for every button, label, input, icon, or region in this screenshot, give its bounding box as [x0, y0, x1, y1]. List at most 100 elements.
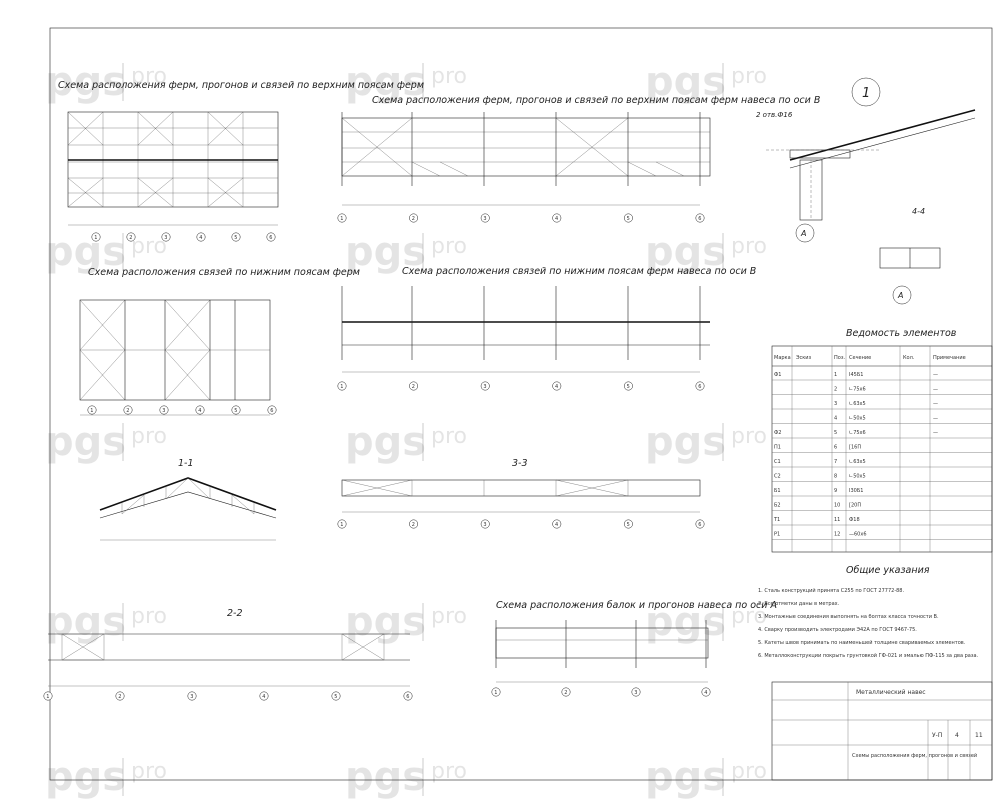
watermark-brand: pgs [645, 754, 726, 800]
axis-bubble [695, 381, 705, 391]
title-sheet: 4 [955, 732, 959, 739]
axis-bubble [695, 213, 705, 223]
schedule-cell: 11 [834, 517, 840, 523]
note-item: 3. Монтажные соединения выполнять на бол… [758, 614, 939, 620]
note-item: 2. Все отметки даны в метрах. [758, 601, 840, 607]
axis-bubble-label: 1 [94, 235, 97, 241]
note-item: 5. Катеты швов принимать по наименьшей т… [758, 639, 966, 646]
axis-bubble [480, 381, 490, 391]
axis-bubble [480, 519, 490, 529]
section-3-3-title: 3-3 [512, 458, 528, 469]
watermark-brand: pgs [345, 419, 426, 465]
watermark-brand: pgs [45, 754, 126, 800]
schedule-cell: [20П [849, 503, 861, 509]
schedule-header: Эскиз [796, 355, 812, 361]
schedule-cell: 8 [834, 474, 837, 480]
axis-bubble-label: 4 [198, 408, 201, 414]
schedule-cell: Ф1 [774, 372, 782, 378]
axis-bubble [701, 687, 711, 697]
schedule-cell: 7 [834, 459, 837, 465]
watermark-suffix: pro [731, 604, 767, 629]
watermark-brand: pgs [345, 754, 426, 800]
node-1-detail: 1 2 отв.Ф16 А 4-4 А [756, 77, 976, 305]
axis-bubble [623, 213, 633, 223]
watermark-suffix: pro [131, 424, 167, 449]
watermark-suffix: pro [131, 234, 167, 259]
beams-axis-a: Схема расположения балок и прогонов наве… [495, 600, 777, 683]
watermark-brand: pgs [645, 59, 726, 105]
schedule-cell: — [933, 387, 938, 393]
schedule-header: Примечание [933, 355, 966, 361]
axis-bubble-label: 4 [199, 235, 202, 241]
weld-label: 2 отв.Ф16 [756, 111, 793, 119]
watermark-suffix: pro [731, 424, 767, 449]
title-project: Металлический навес [856, 689, 926, 696]
axis-bubble [115, 691, 125, 701]
upper-chord-plan-title: Схема расположения ферм, прогонов и связ… [58, 80, 424, 91]
lower-chord-plan-title: Схема расположения связей по нижним пояс… [88, 267, 360, 278]
axis-bubble [259, 691, 269, 701]
general-notes: Общие указания 1. Сталь конструкций прин… [758, 565, 979, 659]
axis-bubble [623, 381, 633, 391]
upper-chord-plan: Схема расположения ферм, прогонов и связ… [58, 80, 424, 226]
axis-bubble [409, 381, 419, 391]
watermark-brand: pgs [345, 599, 426, 645]
axis-bubble [267, 405, 277, 415]
axis-bubble-label: 2 [412, 522, 415, 528]
axis-bubble-label: 1 [340, 216, 343, 222]
schedule-cell: [16П [849, 445, 861, 451]
node-ref-a-1: А [800, 229, 806, 238]
axis-bubble [491, 687, 501, 697]
axis-bubble [195, 405, 205, 415]
schedule-cell: —60х6 [849, 532, 867, 538]
watermark-brand: pgs [345, 59, 426, 105]
schedule-cell: ∟50х5 [849, 474, 866, 480]
title-block: Металлический навес Схемы расположения ф… [771, 681, 993, 781]
axis-bubble-label: 5 [234, 408, 237, 414]
schedule-cell: ∟75х6 [849, 430, 866, 436]
lower-chord-axis-b: Схема расположения связей по нижним пояс… [341, 266, 756, 373]
axis-bubble-label: 3 [483, 522, 486, 528]
watermark-suffix: pro [131, 759, 167, 784]
axis-bubble [409, 519, 419, 529]
axis-bubble [552, 381, 562, 391]
schedule-cell: — [933, 416, 938, 422]
watermark-brand: pgs [645, 229, 726, 275]
watermark-brand: pgs [45, 59, 126, 105]
upper-chord-axis-b: Схема расположения ферм, прогонов и связ… [341, 95, 820, 206]
watermark-suffix: pro [731, 64, 767, 89]
axis-bubble [337, 519, 347, 529]
axis-bubble [159, 405, 169, 415]
axis-bubble-label: 3 [164, 235, 167, 241]
axis-bubble [337, 213, 347, 223]
axis-bubble-label: 1 [340, 384, 343, 390]
schedule-cell: — [933, 401, 938, 407]
watermark-brand: pgs [45, 229, 126, 275]
schedule-cell: 6 [834, 445, 837, 451]
watermark-suffix: pro [731, 759, 767, 784]
section-3-3: 3-3 [341, 458, 701, 513]
axis-bubble-label: 2 [412, 384, 415, 390]
section-2-2-title: 2-2 [227, 608, 243, 619]
axis-bubble [161, 232, 171, 242]
schedule-cell: Ф2 [774, 430, 782, 436]
watermark-brand: pgs [645, 599, 726, 645]
axis-bubble [196, 232, 206, 242]
schedule-cell: — [933, 430, 938, 436]
axis-bubble-label: 5 [627, 216, 630, 222]
schedule-cell: ∟63х5 [849, 401, 866, 407]
watermark-brand: pgs [45, 599, 126, 645]
axis-bubble-label: 5 [234, 235, 237, 241]
axis-bubble-label: 3 [483, 216, 486, 222]
schedule-header: Сечение [849, 355, 871, 361]
schedule-title: Ведомость элементов [846, 328, 957, 339]
axis-bubble [266, 232, 276, 242]
axis-bubble-label: 3 [634, 690, 637, 696]
watermark-brand: pgs [645, 419, 726, 465]
schedule-cell: ∟50х5 [849, 416, 866, 422]
watermark-suffix: pro [731, 234, 767, 259]
schedule-cell: С1 [774, 459, 781, 465]
axis-bubble-label: 3 [190, 694, 193, 700]
section-2-2: 2-2 [48, 608, 410, 687]
